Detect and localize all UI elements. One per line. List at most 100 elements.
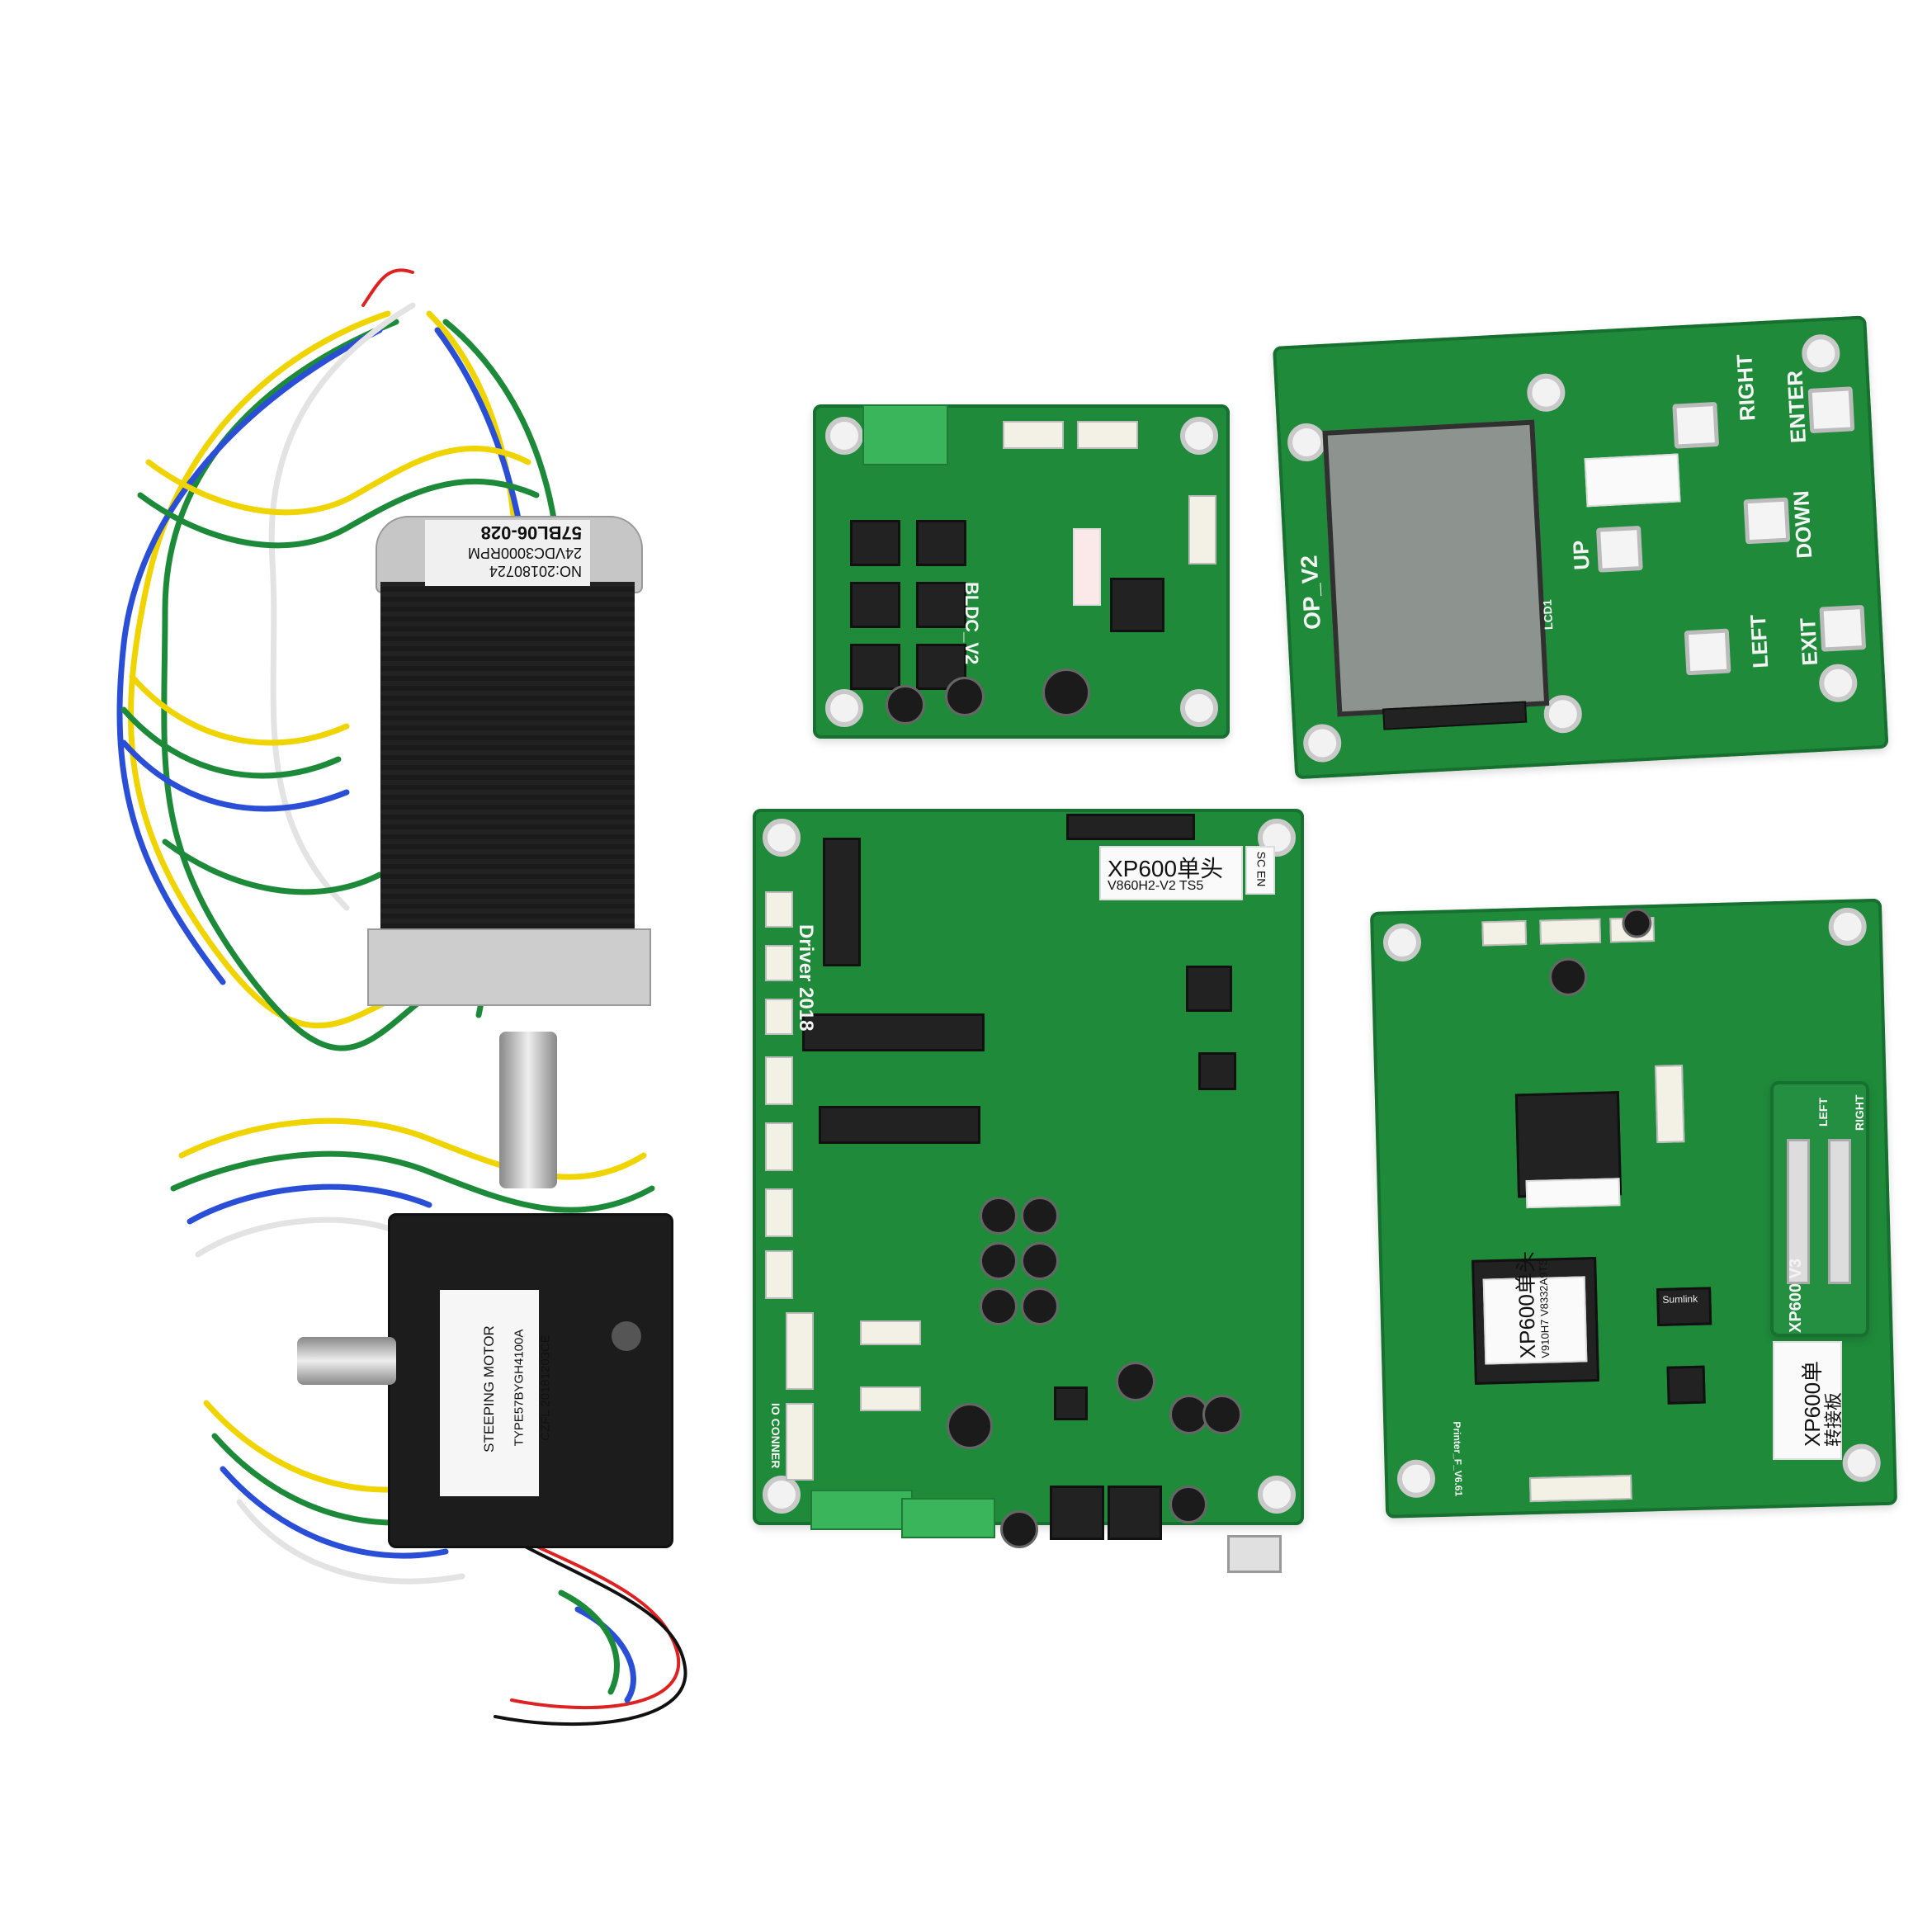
fuse: [860, 1386, 921, 1411]
mount-hole: [1180, 689, 1218, 727]
controller-chip: [1666, 1365, 1706, 1405]
mount-hole: [763, 819, 801, 857]
header-connector: [1539, 918, 1602, 945]
mosfet: [850, 644, 900, 690]
capacitor: [1042, 668, 1090, 716]
model-tag: XP600单头 V860H2-V2 TS5: [1099, 846, 1243, 900]
capacitor: [1548, 957, 1588, 997]
side-connector: [765, 945, 793, 981]
bottom-connector: [1529, 1474, 1632, 1503]
right-button-label: RIGHT: [1731, 353, 1760, 422]
terminal-block: [810, 1490, 913, 1530]
rj45-jack: [1050, 1486, 1104, 1540]
capacitor: [980, 1242, 1018, 1280]
motor-shaft-pulley: [499, 1032, 557, 1188]
mosfet: [850, 520, 900, 566]
side-connector: [765, 1122, 793, 1171]
header-connector: [1188, 495, 1216, 564]
capacitor: [980, 1197, 1018, 1235]
mount-hole: [1396, 1459, 1436, 1499]
model-tag-line2: V860H2-V2 TS5: [1108, 879, 1204, 893]
capacitor: [1021, 1242, 1059, 1280]
mount-hole: [825, 689, 863, 727]
mosfet: [916, 520, 966, 566]
adapter-name-label: XP600 V3: [1787, 1258, 1805, 1333]
board-side-label: Driver 2018: [795, 924, 817, 1032]
transceiver-chip: Sumlink: [1656, 1287, 1712, 1327]
terminal-block: [862, 404, 948, 465]
rj45-jack: [1108, 1486, 1162, 1540]
capacitor: [886, 685, 925, 725]
capacitor: [1202, 1395, 1242, 1434]
nozzle-socket: [802, 1013, 985, 1051]
chip-brand-label: Sumlink: [1662, 1292, 1698, 1306]
lcd-screen: [1322, 419, 1550, 717]
motor-front-flange: [367, 928, 651, 1006]
enter-button[interactable]: [1807, 386, 1855, 434]
controller-chip: [1198, 1052, 1236, 1090]
ribbon-socket: [1066, 814, 1195, 840]
capacitor: [1000, 1510, 1038, 1548]
exit-button[interactable]: [1819, 604, 1867, 652]
dc-motor: 57BL06-028 24VDC3000RPM NO:20180724: [367, 516, 651, 1019]
side-connector: [765, 1250, 793, 1299]
right-button[interactable]: [1672, 401, 1720, 449]
mosfet: [916, 582, 966, 628]
capacitor: [1021, 1197, 1059, 1235]
usb-port[interactable]: [1227, 1535, 1282, 1573]
fpc-connector: [1828, 1139, 1851, 1284]
fuse: [860, 1320, 921, 1345]
down-button[interactable]: [1743, 497, 1791, 545]
side-connector: [786, 1403, 814, 1481]
adapter-left-label: LEFT: [1816, 1098, 1830, 1127]
stepper-label-line1: STEEPING MOTOR: [481, 1325, 497, 1453]
left-button[interactable]: [1684, 628, 1731, 676]
mount-hole: [1258, 1476, 1296, 1514]
fpga-chip: XP600单头 V910H7 V8332A9TS: [1471, 1251, 1599, 1385]
motor-body: [380, 582, 635, 945]
stepper-label-line2: TYPE57BYGH4100A: [512, 1329, 527, 1447]
enter-button-label: ENTER: [1782, 370, 1811, 444]
sticker: [1584, 453, 1681, 508]
lcd-connector-label: LCD1: [1540, 599, 1556, 631]
nozzle-socket: [819, 1106, 980, 1144]
printhead-driver-board: XP600单头 V860H2-V2 TS5 SC EN: [753, 809, 1304, 1573]
sticker: [1525, 1178, 1621, 1209]
stepper-shaft-hole: [612, 1321, 641, 1351]
bldc-driver-board: BLDC_V2: [813, 404, 1230, 739]
left-button-label: LEFT: [1745, 613, 1774, 669]
header-connector: [1481, 920, 1528, 947]
board-name-label: BLDC_V2: [961, 582, 982, 665]
language-tag-text: SC EN: [1254, 851, 1268, 887]
capacitor: [980, 1287, 1018, 1325]
capacitor: [1116, 1362, 1155, 1401]
mount-hole: [1818, 663, 1859, 703]
mount-hole: [1801, 333, 1841, 374]
terminal-block: [901, 1498, 995, 1538]
chip-tag: XP600单头 V910H7 V8332A9TS: [1482, 1251, 1588, 1365]
mount-hole: [1180, 417, 1218, 455]
stepper-label-line3: CZFL 20181203CE: [538, 1334, 553, 1441]
header-connector: [1077, 421, 1138, 449]
operation-panel-board: RIGHT ENTER UP DOWN LEFT EXIT OP_V2 LCD1: [1273, 315, 1889, 780]
side-connector: [765, 1056, 793, 1105]
capacitor: [1021, 1287, 1059, 1325]
capacitor: [1169, 1486, 1207, 1523]
board-name-label: OP_V2: [1296, 554, 1325, 631]
nozzle-socket: [823, 838, 861, 966]
board-footer-label: Printer_F_V6.61: [1451, 1421, 1465, 1497]
adapter-tag-line2: 转接板: [1823, 1391, 1844, 1447]
mount-hole: [763, 1476, 801, 1514]
motor-label: 57BL06-028 24VDC3000RPM NO:20180724: [425, 520, 590, 586]
up-button[interactable]: [1596, 525, 1643, 573]
mount-hole: [1258, 819, 1296, 857]
adapter-tag: XP600单 转接板: [1773, 1341, 1844, 1460]
side-connector: [765, 891, 793, 928]
mount-hole: [1842, 1443, 1882, 1483]
motor-model-text: 57BL06-028: [480, 522, 582, 543]
exit-button-label: EXIT: [1795, 616, 1823, 667]
mount-hole: [1828, 907, 1868, 947]
mount-hole: [825, 417, 863, 455]
stepper-label: STEEPING MOTOR TYPE57BYGH4100A CZFL 2018…: [440, 1290, 553, 1496]
